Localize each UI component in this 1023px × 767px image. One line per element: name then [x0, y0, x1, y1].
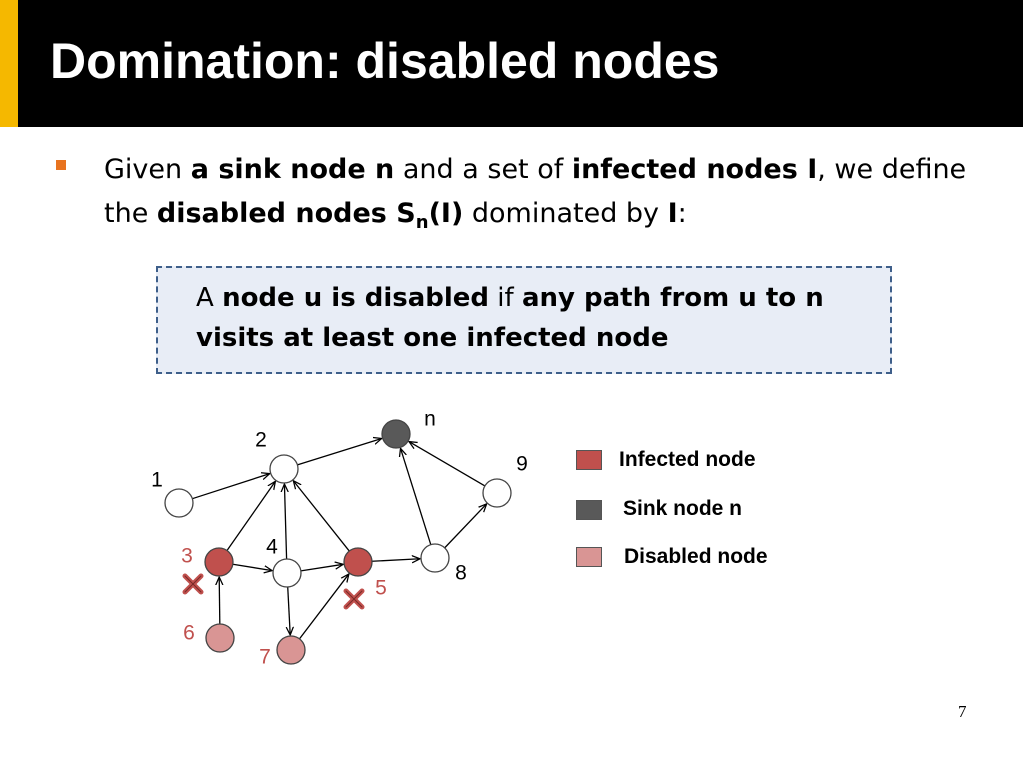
bullet-text-part: and a set of — [394, 154, 572, 185]
page-number: 7 — [958, 702, 967, 721]
definition-box: A node u is disabled if any path from u … — [156, 266, 892, 374]
definition-text-part: A — [196, 283, 223, 313]
bullet-bold-sink-node: a sink node n — [190, 154, 395, 185]
cross-mark-icon — [182, 573, 204, 595]
slide-title: Domination: disabled nodes — [50, 33, 720, 89]
bullet-text-part: : — [677, 198, 687, 229]
edge-6-to-3 — [219, 577, 220, 625]
bullet-bold-disabled-nodes-main: disabled nodes S — [156, 198, 416, 229]
node-1 — [164, 488, 194, 518]
bullet-bold-disabled-nodes: disabled nodes Sn(I) — [156, 198, 464, 232]
bullet-text-part: , we define the — [104, 154, 967, 229]
definition-text-part: if — [489, 283, 522, 313]
node-label-8: 8 — [455, 562, 467, 585]
node-2 — [269, 454, 299, 484]
legend-label-infected: Infected node — [619, 448, 756, 471]
graph-nodes — [164, 419, 512, 665]
node-4 — [272, 558, 302, 588]
node-label-1: 1 — [151, 469, 163, 492]
node-8 — [420, 543, 450, 573]
cross-mark-icon — [343, 588, 365, 610]
node-label-3: 3 — [181, 545, 193, 568]
node-n — [381, 419, 411, 449]
edge-1-to-2 — [192, 474, 269, 500]
bullet-bold-i: I — [667, 198, 678, 229]
edge-8-to-9 — [444, 504, 487, 549]
legend-swatch-sink — [576, 500, 602, 520]
node-label-5: 5 — [375, 577, 387, 600]
bullet-text-part: dominated by — [463, 198, 668, 229]
edge-5-to-8 — [371, 559, 420, 561]
bullet-bold-infected-nodes: infected nodes I — [571, 154, 818, 185]
bullet-square-icon — [56, 160, 66, 170]
bullet-text: Given a sink node n and a set of infecte… — [104, 148, 984, 236]
node-7 — [276, 635, 306, 665]
node-label-6: 6 — [183, 622, 195, 645]
node-3 — [204, 547, 234, 577]
edge-9-to-n — [409, 442, 486, 487]
node-label-7: 7 — [259, 646, 271, 669]
graph-labels: 1 2 n 9 3 4 5 8 6 7 — [151, 408, 528, 669]
node-9 — [482, 478, 512, 508]
node-label-4: 4 — [266, 536, 278, 559]
node-5 — [343, 547, 373, 577]
bullet-subscript-n: n — [415, 212, 429, 233]
definition-bold-node-disabled: node u is disabled — [222, 283, 490, 313]
edge-5-to-2 — [293, 481, 350, 552]
legend-label-sink: Sink node n — [623, 497, 743, 520]
edge-3-to-2 — [226, 481, 275, 551]
edge-4-to-2 — [284, 484, 286, 560]
legend-label-disabled: Disabled node — [624, 545, 768, 568]
edge-8-to-n — [401, 448, 432, 545]
bullet-text-part: Given — [104, 154, 191, 185]
graph-edges — [192, 438, 487, 640]
bullet-bold-disabled-nodes-tail: (I) — [428, 198, 464, 229]
title-accent-bar — [0, 0, 18, 127]
node-6 — [205, 623, 235, 653]
legend-swatch-infected — [576, 450, 602, 470]
definition-text: A node u is disabled if any path from u … — [196, 278, 876, 358]
node-label-2: 2 — [255, 429, 267, 452]
graph-cross-marks — [182, 573, 365, 610]
title-bar: Domination: disabled nodes — [0, 0, 1023, 127]
edge-2-to-n — [297, 438, 381, 466]
definition-bold-path-condition: any path from u to n visits at least one… — [196, 283, 824, 353]
edge-3-to-4 — [232, 563, 272, 570]
edge-4-to-5 — [300, 564, 343, 572]
legend-swatch-disabled — [576, 547, 602, 567]
edge-4-to-7 — [288, 586, 290, 635]
node-label-9: 9 — [516, 453, 528, 476]
node-label-n: n — [424, 408, 436, 431]
edge-7-to-5 — [298, 574, 348, 640]
